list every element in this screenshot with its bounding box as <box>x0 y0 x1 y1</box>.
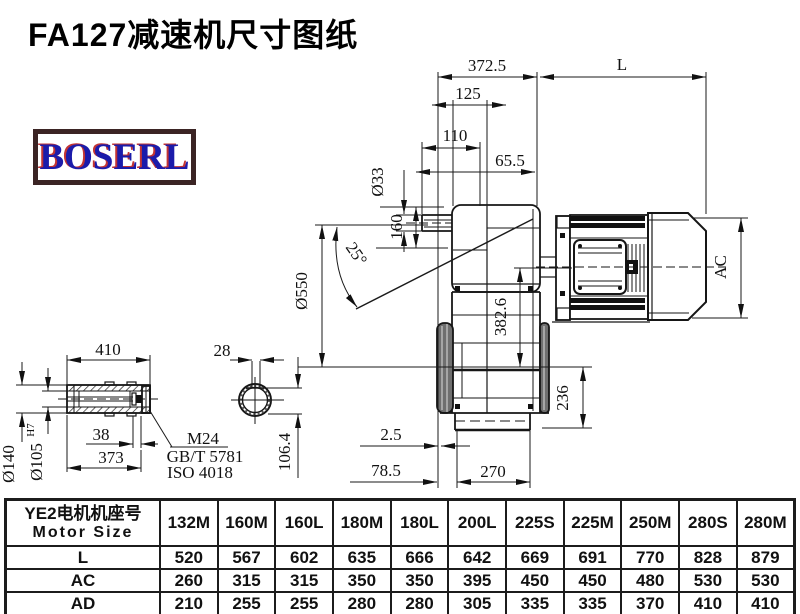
dim-373: 373 <box>98 448 124 467</box>
label-m24: M24 <box>187 429 220 448</box>
table-cell: 335 <box>562 591 623 614</box>
table-cell: 450 <box>505 568 565 593</box>
table-cell: 350 <box>332 568 392 593</box>
table-cell: 305 <box>447 591 508 614</box>
table-cell: 879 <box>735 545 796 570</box>
table-cell: 210 <box>159 591 219 614</box>
dimension-lines <box>16 72 748 488</box>
boserl-logo-text: BOSERL <box>39 136 190 178</box>
table-cell: 642 <box>447 545 508 570</box>
table-cell: 260 <box>159 568 219 593</box>
table-header-cn: YE2电机机座号 <box>24 504 142 524</box>
table-cell: 370 <box>620 591 681 614</box>
table-cell: 410 <box>735 591 796 614</box>
dim-diameter-105: Ø105 <box>27 443 46 481</box>
table-cell: 280 <box>332 591 392 614</box>
table-col-160L: 160L <box>274 498 335 547</box>
dim-diameter-33: Ø33 <box>368 167 387 196</box>
table-cell: 280 <box>389 591 450 614</box>
boserl-logo: BOSERL <box>33 129 196 185</box>
table-cell: 530 <box>735 568 796 593</box>
table-cell: 520 <box>159 545 219 570</box>
table-col-180M: 180M <box>332 498 392 547</box>
dim-diameter-140: Ø140 <box>0 445 18 483</box>
table-col-225M: 225M <box>562 498 623 547</box>
table-cell: 315 <box>274 568 335 593</box>
output-shaft-view <box>58 381 160 417</box>
dim-diameter-550: Ø550 <box>292 272 311 310</box>
dim-105-tolerance: H7 <box>25 423 37 437</box>
table-col-180L: 180L <box>389 498 450 547</box>
row-label-L: L <box>4 545 161 570</box>
table-col-250M: 250M <box>620 498 681 547</box>
dim-372-5: 372.5 <box>468 56 506 75</box>
dim-382-6: 382.6 <box>491 298 510 336</box>
table-cell: 666 <box>389 545 450 570</box>
dimension-labels: 372.5 L 125 110 65.5 Ø33 160 25° Ø550 38… <box>0 55 730 483</box>
table-cell: 691 <box>562 545 623 570</box>
label-iso-4018: ISO 4018 <box>167 463 233 482</box>
dim-65-5: 65.5 <box>495 151 525 170</box>
dim-160: 160 <box>387 214 406 240</box>
dim-28: 28 <box>214 341 231 360</box>
dim-270: 270 <box>480 462 506 481</box>
table-cell: 480 <box>620 568 681 593</box>
table-cell: 530 <box>678 568 738 593</box>
table-col-160M: 160M <box>216 498 277 547</box>
table-cell: 567 <box>216 545 277 570</box>
table-cell: 450 <box>562 568 623 593</box>
table-cell: 255 <box>274 591 335 614</box>
table-cell: 635 <box>332 545 392 570</box>
table-header-en: Motor Size <box>32 523 134 541</box>
dim-AC: AC <box>711 255 730 279</box>
dim-410: 410 <box>95 340 121 359</box>
table-col-280S: 280S <box>678 498 738 547</box>
table-cell: 350 <box>389 568 450 593</box>
dim-2-5: 2.5 <box>380 425 401 444</box>
table-col-280M: 280M <box>735 498 796 547</box>
table-cell: 828 <box>678 545 738 570</box>
dim-236: 236 <box>553 385 572 411</box>
page-title: FA127减速机尺寸图纸 <box>28 17 359 53</box>
table-col-225S: 225S <box>505 498 565 547</box>
table-cell: 395 <box>447 568 508 593</box>
gearbox-main-view <box>406 204 556 432</box>
table-cell: 669 <box>505 545 565 570</box>
row-label-AD: AD <box>4 591 161 614</box>
motor <box>536 212 726 323</box>
table-cell: 315 <box>216 568 277 593</box>
table-cell: 335 <box>505 591 565 614</box>
label-gbt-5781: GB/T 5781 <box>167 447 244 466</box>
dim-125: 125 <box>455 84 481 103</box>
dim-78-5: 78.5 <box>371 461 401 480</box>
dim-25-deg: 25° <box>342 239 371 269</box>
dim-110: 110 <box>443 126 468 145</box>
dim-106-4: 106.4 <box>275 432 294 471</box>
table-cell: 770 <box>620 545 681 570</box>
dim-38: 38 <box>93 425 110 444</box>
table-col-132M: 132M <box>159 498 219 547</box>
table-col-200L: 200L <box>447 498 508 547</box>
table-cell: 410 <box>678 591 738 614</box>
dim-L: L <box>617 55 627 74</box>
row-label-AC: AC <box>4 568 161 593</box>
table-cell: 602 <box>274 545 335 570</box>
shaft-section-view <box>231 361 284 424</box>
table-cell: 255 <box>216 591 277 614</box>
